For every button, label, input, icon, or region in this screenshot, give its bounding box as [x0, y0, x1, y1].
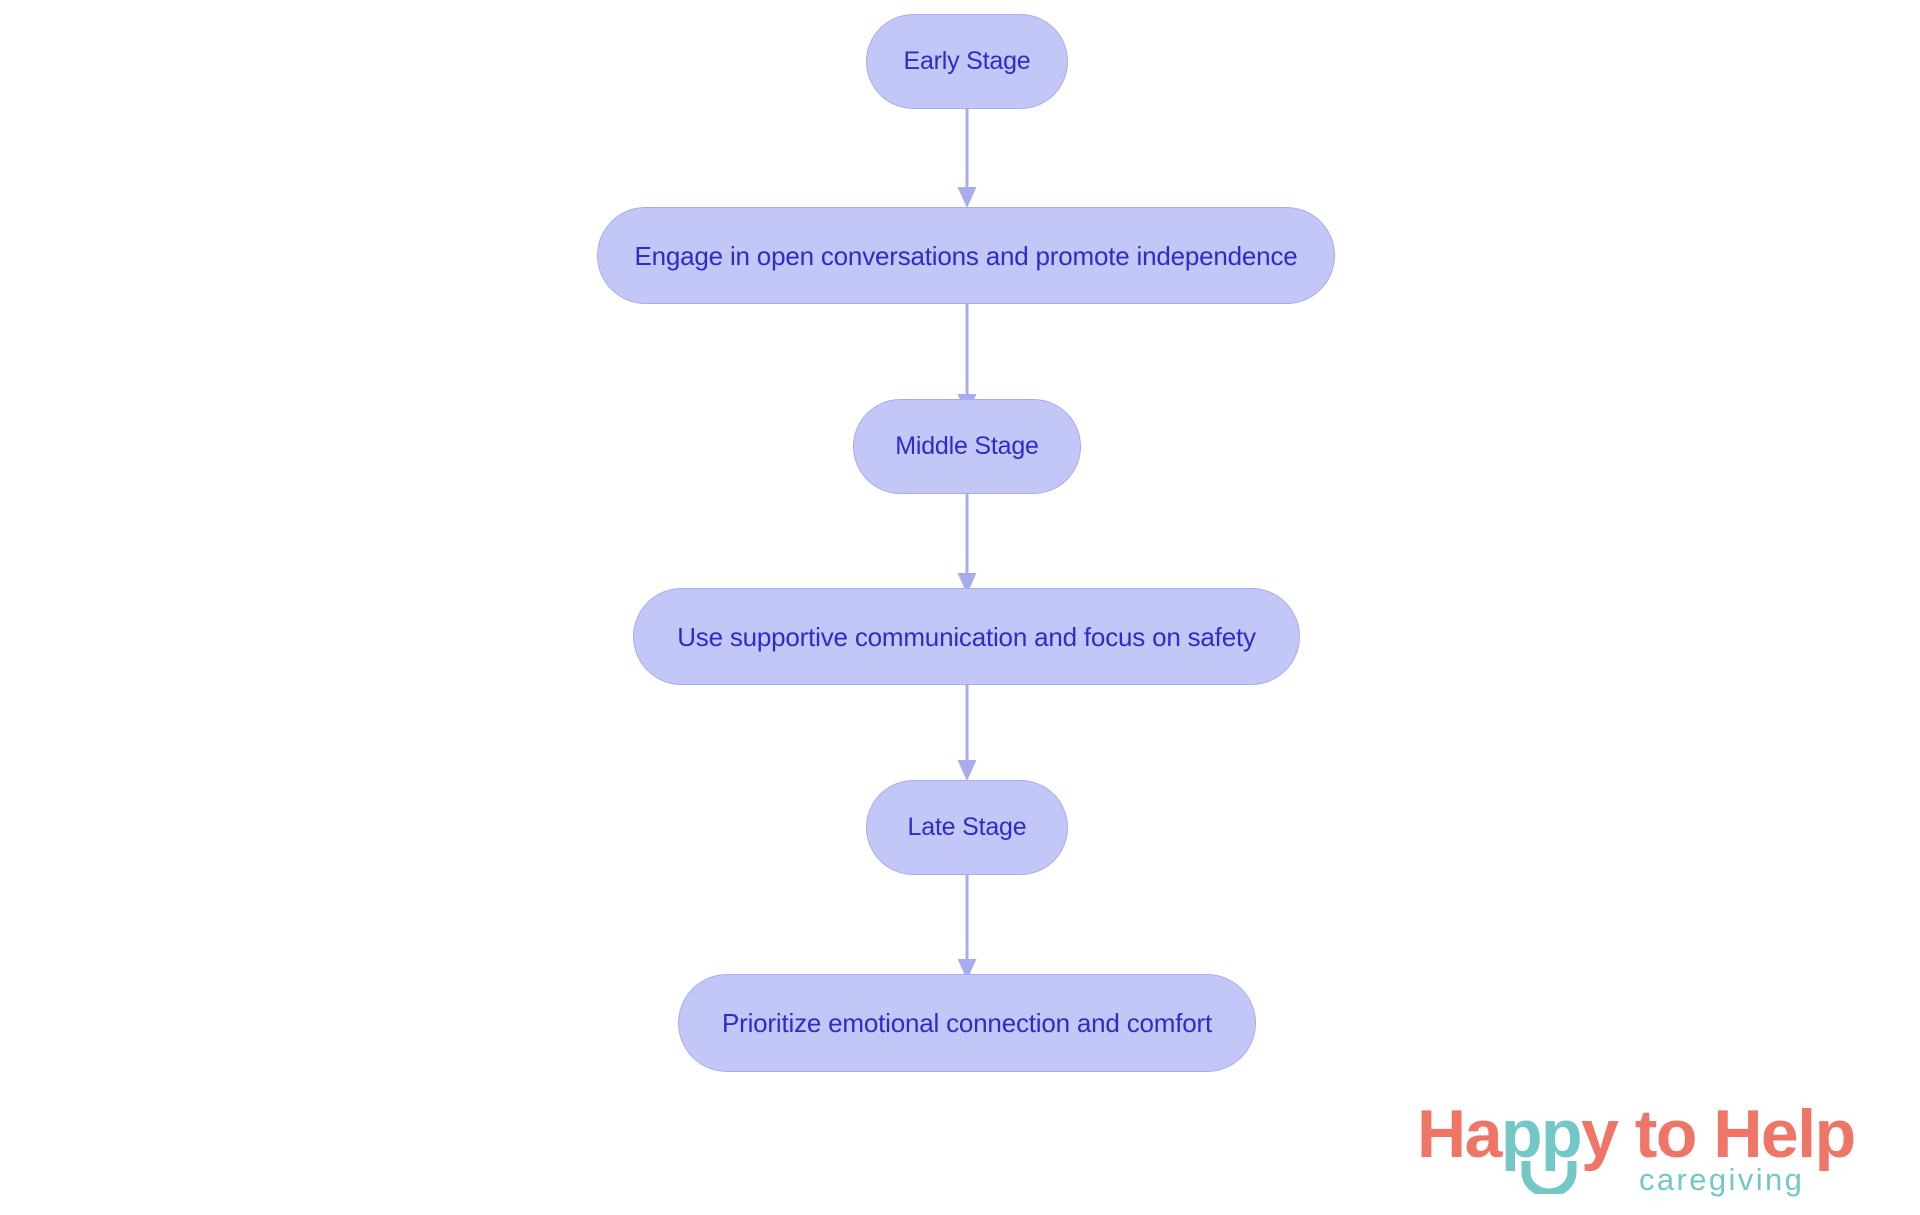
flow-connector-1	[955, 109, 979, 208]
flow-node-label: Use supportive communication and focus o…	[677, 621, 1256, 652]
logo-text-ha: Ha	[1417, 1096, 1502, 1172]
smile-icon	[1521, 1160, 1577, 1194]
flow-node-early-stage-action[interactable]: Engage in open conversations and promote…	[597, 207, 1335, 304]
logo-text-pp: pp	[1500, 1096, 1583, 1172]
brand-logo: Happy to Help caregiving	[1417, 1100, 1897, 1205]
flow-node-early-stage[interactable]: Early Stage	[866, 14, 1068, 109]
logo-text-help: Help	[1713, 1096, 1856, 1172]
flow-node-middle-stage-action[interactable]: Use supportive communication and focus o…	[633, 588, 1300, 685]
logo-wordmark: Happy to Help	[1417, 1100, 1856, 1168]
flow-node-late-stage-action[interactable]: Prioritize emotional connection and comf…	[678, 974, 1256, 1072]
flow-connector-3	[955, 494, 979, 594]
flow-node-label: Prioritize emotional connection and comf…	[722, 1008, 1212, 1038]
flow-node-label: Late Stage	[907, 813, 1027, 841]
flow-node-label: Middle Stage	[895, 432, 1039, 460]
flow-node-label: Early Stage	[903, 47, 1031, 75]
logo-text-y: y	[1581, 1096, 1619, 1172]
logo-text-to: to	[1617, 1096, 1714, 1172]
flow-node-label: Engage in open conversations and promote…	[634, 240, 1298, 271]
flow-connector-4	[955, 685, 979, 781]
flow-connector-5	[955, 875, 979, 980]
logo-tagline: caregiving	[1639, 1162, 1805, 1197]
flow-node-middle-stage[interactable]: Middle Stage	[853, 399, 1081, 494]
flow-node-late-stage[interactable]: Late Stage	[866, 780, 1068, 875]
